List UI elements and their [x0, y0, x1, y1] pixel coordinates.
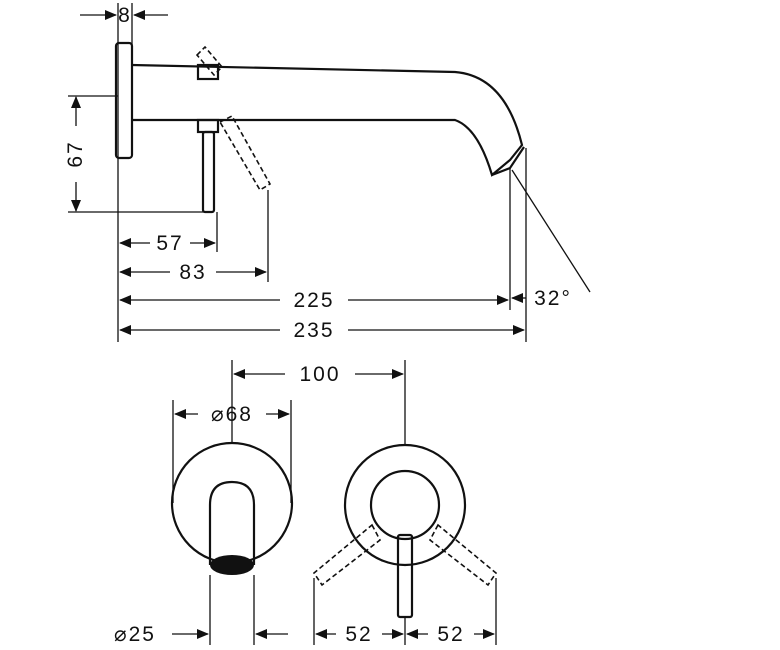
- dim-spout-diameter: ⌀25: [114, 623, 156, 646]
- dim-flange-thickness: 8: [118, 4, 132, 27]
- dim-lever-right-sweep: 52: [437, 623, 464, 646]
- spout-rosette: [170, 441, 294, 565]
- dim-lever-reach: 83: [179, 261, 206, 284]
- spout-front: [208, 480, 256, 565]
- dim-spout-angle: 32°: [534, 287, 572, 310]
- mixer-lever-front: [396, 533, 414, 619]
- lever-left-rotated: [312, 523, 382, 587]
- mixer-rosette: [343, 443, 467, 567]
- dim-spout-projection: 225: [293, 289, 334, 312]
- side-view: 8 67 57 83 225 32° 235: [64, 3, 591, 342]
- dim-height: 67: [64, 140, 87, 167]
- lever-housing-bottom: [196, 118, 220, 134]
- spout-body: [131, 63, 524, 177]
- dim-lever-left-sweep: 52: [345, 623, 372, 646]
- dim-center-distance: 100: [299, 363, 340, 386]
- dim-rosette-diameter: ⌀68: [211, 403, 253, 426]
- dim-lever-offset: 57: [156, 232, 183, 255]
- lever-rotated-handle: [218, 114, 272, 192]
- front-view: 100 ⌀68 ⌀25 52 52: [114, 360, 498, 646]
- lever-handle: [201, 130, 216, 214]
- wall-flange: [114, 41, 134, 160]
- lever-rotated-outline: [195, 45, 224, 77]
- mixer-cap: [369, 469, 441, 541]
- spout-outlet-front: [210, 555, 254, 575]
- lever-right-rotated: [428, 523, 498, 587]
- dim-total-projection: 235: [293, 319, 334, 342]
